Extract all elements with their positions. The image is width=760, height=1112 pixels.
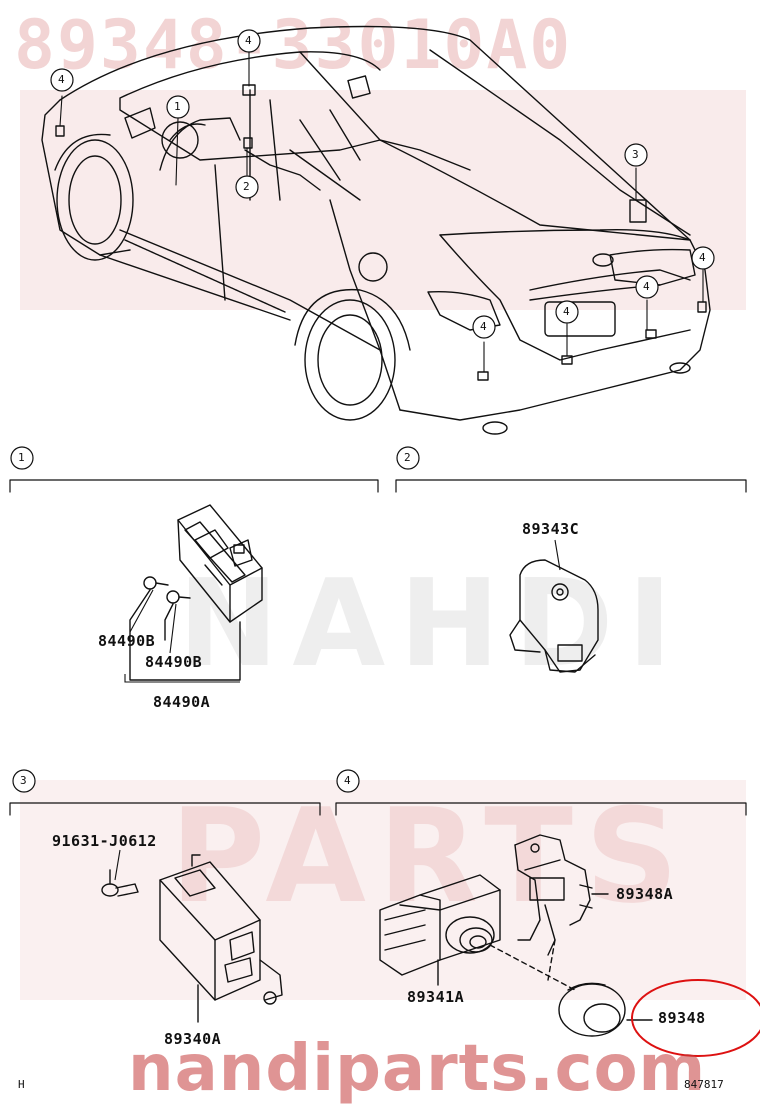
footer-right-code: 847817 bbox=[684, 1078, 724, 1091]
section3-module bbox=[101, 854, 283, 1023]
section4-sensor-assembly bbox=[379, 834, 653, 1037]
highlight-ellipse bbox=[631, 979, 760, 1057]
callout-4-rear-center: 4 bbox=[563, 305, 570, 318]
part-label-84490b-upper: 84490B bbox=[98, 632, 156, 650]
callout-circles bbox=[10, 29, 715, 793]
section-2-number: 2 bbox=[404, 451, 411, 464]
part-label-89340a: 89340A bbox=[164, 1030, 222, 1048]
section-brackets bbox=[9, 479, 747, 816]
watermark-part-code: 89348-33010A0 bbox=[14, 6, 573, 85]
callout-2-car: 2 bbox=[243, 180, 250, 193]
watermark-brand-parts: PARTS bbox=[170, 780, 691, 932]
part-label-89348a: 89348A bbox=[616, 885, 674, 903]
part-label-91631-j0612: 91631-J0612 bbox=[52, 832, 157, 850]
part-label-89343c: 89343C bbox=[522, 520, 580, 538]
part-label-84490a: 84490A bbox=[153, 693, 211, 711]
callout-4-front: 4 bbox=[58, 73, 65, 86]
watermark-site-url: nandiparts.com bbox=[128, 1032, 707, 1106]
callout-4-rear-corner: 4 bbox=[699, 251, 706, 264]
section2-sensor bbox=[509, 559, 599, 673]
callout-3-car: 3 bbox=[632, 148, 639, 161]
part-label-84490b-lower: 84490B bbox=[145, 653, 203, 671]
car-illustration bbox=[41, 25, 711, 435]
callout-4-rear-right: 4 bbox=[643, 280, 650, 293]
section-3-number: 3 bbox=[20, 774, 27, 787]
callout-1-car: 1 bbox=[174, 100, 181, 113]
part-label-89341a: 89341A bbox=[407, 988, 465, 1006]
footer-left-code: H bbox=[18, 1078, 25, 1091]
section-1-number: 1 bbox=[18, 451, 25, 464]
part-label-89348: 89348 bbox=[658, 1009, 706, 1027]
callout-4-roof: 4 bbox=[245, 34, 252, 47]
car-callout-leaders bbox=[59, 51, 704, 373]
section1-control-unit bbox=[129, 504, 263, 681]
section-4-number: 4 bbox=[344, 774, 351, 787]
watermark-brand-nahdi: NAHDI bbox=[178, 555, 686, 694]
callout-4-rear-left: 4 bbox=[480, 320, 487, 333]
